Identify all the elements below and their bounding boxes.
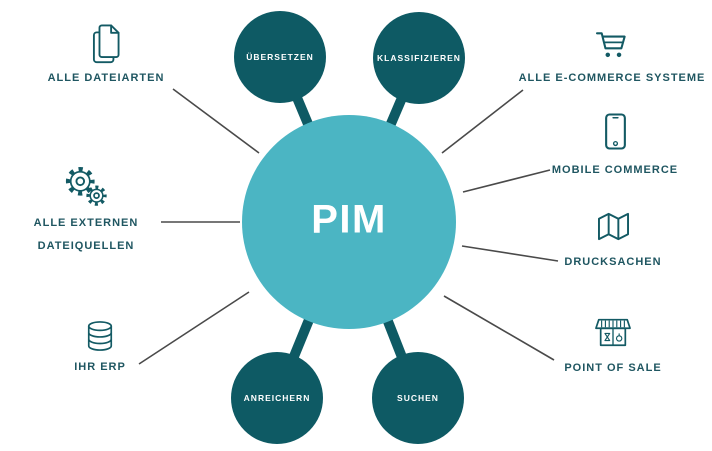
- source-label: IHR ERP: [74, 361, 126, 373]
- source-label: ALLE DATEIARTEN: [47, 72, 165, 84]
- satellite-label-anreichern: ANREICHERN: [243, 393, 311, 403]
- satellite-circle-uebersetzen: [234, 11, 326, 103]
- source-alle-externen-dateiquellen: ALLE EXTERNEN DATEIQUELLEN: [16, 166, 156, 256]
- link-ihr-erp: [138, 291, 250, 365]
- hub-label: PIM: [311, 197, 387, 242]
- channel-label: MOBILE COMMERCE: [551, 164, 679, 176]
- source-alle-dateiarten: ALLE DATEIARTEN: [36, 24, 176, 88]
- satellite-circle-klassifizieren: [373, 12, 465, 104]
- source-label-line2: DATEIQUELLEN: [37, 240, 135, 252]
- channel-point-of-sale: POINT OF SALE: [538, 314, 688, 378]
- link-mobile-commerce: [462, 169, 551, 193]
- channel-label: POINT OF SALE: [564, 362, 662, 374]
- cart-icon: [595, 32, 626, 58]
- satellite-label-uebersetzen: ÜBERSETZEN: [246, 52, 314, 62]
- link-drucksachen: [461, 245, 559, 262]
- channel-label: ALLE E-COMMERCE SYSTEME: [518, 72, 706, 84]
- channel-mobile-commerce: MOBILE COMMERCE: [540, 113, 690, 180]
- satellite-circle-suchen: [372, 352, 464, 444]
- documents-icon: [92, 24, 120, 64]
- source-label-line1: ALLE EXTERNEN: [33, 217, 139, 229]
- database-icon: [87, 321, 113, 351]
- channel-drucksachen: DRUCKSACHEN: [538, 211, 688, 272]
- satellite-label-klassifizieren: KLASSIFIZIEREN: [377, 53, 461, 63]
- pim-hub-circle: [242, 115, 456, 329]
- link-ecommerce: [441, 89, 524, 154]
- channel-label: DRUCKSACHEN: [564, 256, 662, 268]
- map-icon: [597, 212, 629, 241]
- smartphone-icon: [604, 113, 626, 150]
- link-alle-dateiarten: [172, 88, 260, 154]
- channel-ecommerce: ALLE E-COMMERCE SYSTEME: [519, 30, 704, 88]
- link-point-of-sale: [443, 295, 555, 361]
- store-icon: [595, 318, 631, 347]
- satellite-label-suchen: SUCHEN: [397, 393, 439, 403]
- satellite-circle-anreichern: [231, 352, 323, 444]
- gears-icon: [65, 166, 107, 206]
- source-ihr-erp: IHR ERP: [30, 320, 170, 377]
- link-lines: [138, 88, 559, 365]
